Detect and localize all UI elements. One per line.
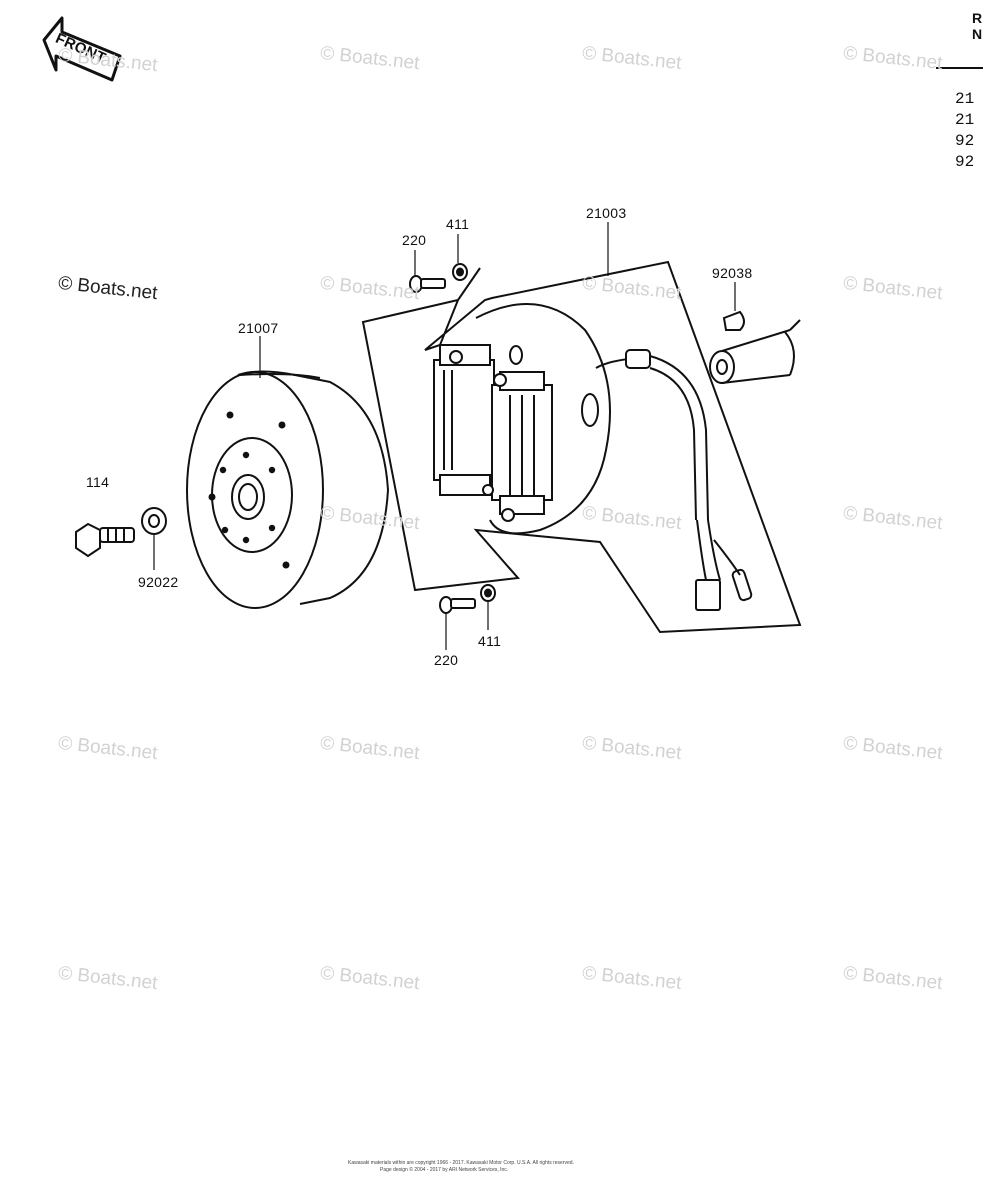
callout-220-bottom: 220 bbox=[434, 652, 459, 668]
footer-copyright: Kawasaki materials within are copyright … bbox=[348, 1160, 574, 1166]
callout-21003: 21003 bbox=[586, 205, 627, 221]
stator-coils bbox=[433, 303, 611, 535]
stator-assembly-outline bbox=[361, 260, 802, 634]
footer-page-design: Page design © 2004 - 2017 by ARI Network… bbox=[380, 1167, 509, 1173]
screw-220-top bbox=[409, 275, 446, 293]
side-header-1: R bbox=[972, 10, 983, 26]
side-row: 21 bbox=[955, 111, 975, 129]
callout-411-top: 411 bbox=[446, 216, 470, 232]
callout-21007: 21007 bbox=[238, 320, 279, 336]
callout-114: 114 bbox=[86, 474, 110, 490]
callout-92038: 92038 bbox=[712, 265, 753, 281]
side-row: 92 bbox=[955, 132, 975, 150]
leader-lines bbox=[153, 222, 736, 650]
side-row: 92 bbox=[955, 153, 975, 171]
bolt-114 bbox=[75, 522, 135, 558]
washer-411-top bbox=[452, 263, 468, 281]
washer-92022 bbox=[141, 507, 167, 535]
side-row: 21 bbox=[955, 90, 975, 108]
key-92038 bbox=[722, 310, 745, 331]
callout-411-bottom: 411 bbox=[478, 633, 502, 649]
flywheel-rotor bbox=[186, 370, 390, 609]
front-arrow-icon bbox=[42, 16, 122, 82]
callout-220-top: 220 bbox=[402, 232, 427, 248]
crankshaft-end bbox=[709, 319, 801, 384]
side-header-2: N bbox=[972, 26, 983, 42]
wire-harness bbox=[595, 349, 753, 611]
callout-92022: 92022 bbox=[138, 574, 179, 590]
screw-220-bottom bbox=[439, 596, 476, 614]
washer-411-bottom bbox=[480, 584, 496, 602]
